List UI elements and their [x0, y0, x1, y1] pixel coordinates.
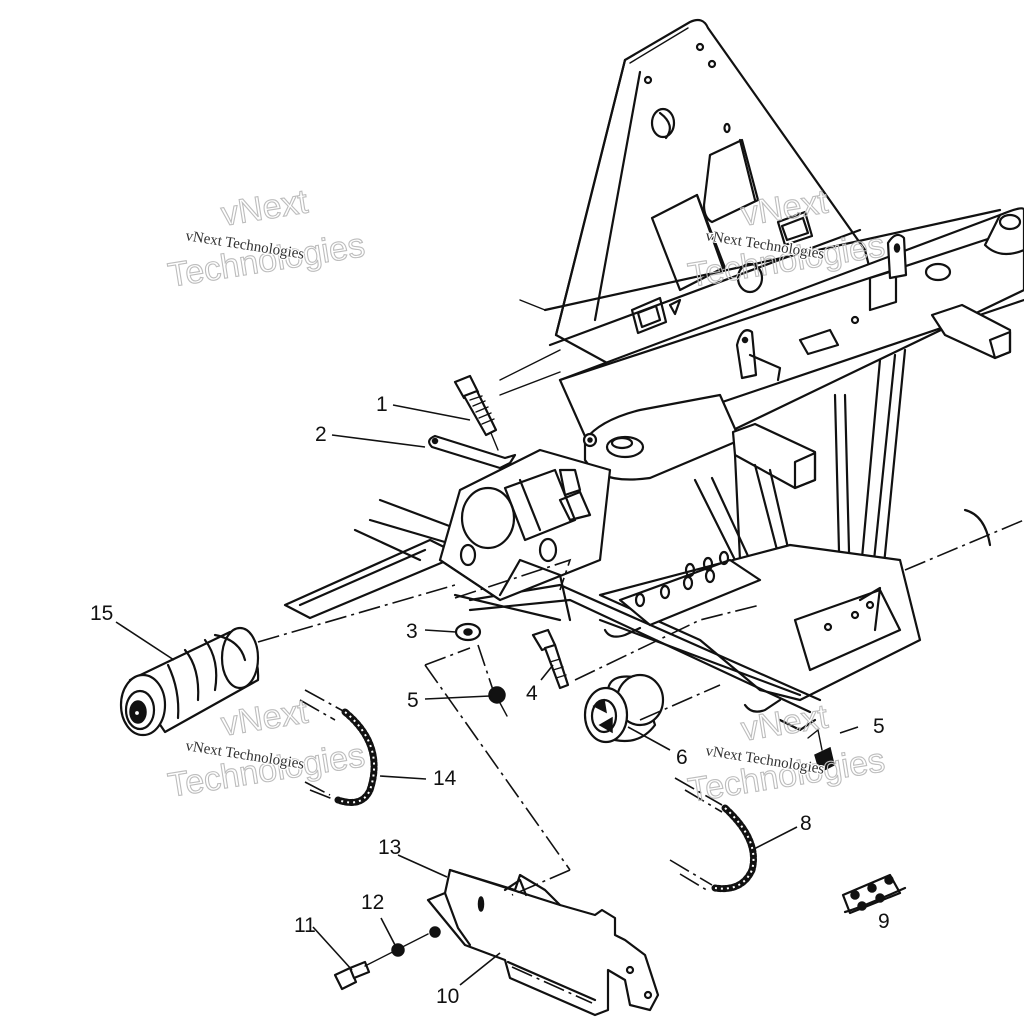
callout-11: 11	[294, 914, 316, 937]
shaft-housing	[283, 448, 612, 622]
part-bolt-4	[531, 628, 570, 690]
callout-4: 4	[526, 682, 538, 705]
part-chain-14	[299, 689, 378, 806]
watermark-big-line1: vNext	[219, 693, 311, 744]
callout-3: 3	[406, 620, 418, 643]
callout-10: 10	[436, 985, 459, 1008]
callout-8: 8	[800, 812, 812, 835]
part-lock-washer-12	[391, 943, 405, 957]
part-bolt-1	[453, 374, 499, 451]
part-chain-guard-10	[426, 868, 660, 1017]
callout-leaders	[115, 404, 859, 986]
part-chain-8	[669, 777, 757, 893]
callout-12: 12	[361, 891, 384, 914]
callout-5: 5	[407, 689, 419, 712]
part-nut-5-right	[807, 728, 835, 774]
part-sprocket-6	[583, 673, 665, 744]
callout-14: 14	[433, 767, 457, 790]
callout-5-right: 5	[873, 715, 885, 738]
watermark: vNext Technologies vNext Technologies	[685, 697, 888, 810]
alignment-lines	[257, 558, 761, 896]
watermark: vNext Technologies vNext Technologies	[165, 182, 368, 295]
callout-1: 1	[376, 393, 388, 416]
watermark-big-line1: vNext	[219, 183, 311, 234]
callout-6: 6	[676, 746, 688, 769]
part-screw-11	[333, 933, 429, 991]
callout-15: 15	[90, 602, 113, 625]
part-bracket-2	[428, 434, 517, 470]
part-drum-sprocket-15	[119, 626, 260, 737]
part-washer-3	[454, 622, 482, 642]
callout-2: 2	[315, 423, 327, 446]
callout-9: 9	[878, 910, 890, 933]
part-master-link-9	[841, 873, 907, 915]
part-nut-5	[488, 686, 508, 717]
watermark-big-line1: vNext	[739, 698, 831, 749]
callout-numbers: 1 2 3 4 5 5 6 8 9 10 11 12 13 14 15	[90, 393, 890, 1008]
frame-cross-beam	[499, 207, 1024, 490]
callout-13: 13	[378, 836, 401, 859]
